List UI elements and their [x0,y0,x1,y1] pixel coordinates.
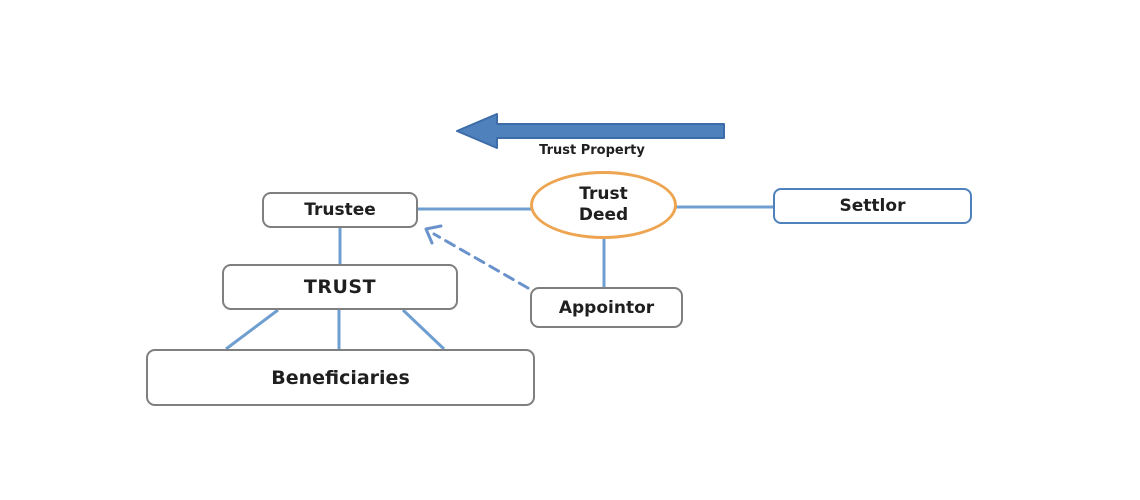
node-appointor-label: Appointor [558,297,655,318]
trust-property-arrow-label: Trust Property [539,143,645,158]
connector-trust-beneficiaries-right [401,308,446,351]
dashed-arrowhead-icon [424,224,443,245]
node-beneficiaries-label: Beneficiaries [271,366,410,389]
connector-trust-beneficiaries-left [225,308,279,351]
node-trustee: Trustee [262,192,418,228]
node-appointor: Appointor [530,287,683,328]
node-trust: TRUST [222,264,458,310]
node-trust-deed: Trust Deed [530,171,677,239]
node-settlor-label: Settlor [839,196,906,216]
node-trust-label: TRUST [303,276,377,298]
node-settlor: Settlor [773,188,972,224]
node-beneficiaries: Beneficiaries [146,349,535,406]
node-trustee-label: Trustee [304,200,376,220]
node-trust-deed-label: Trust Deed [578,183,629,225]
